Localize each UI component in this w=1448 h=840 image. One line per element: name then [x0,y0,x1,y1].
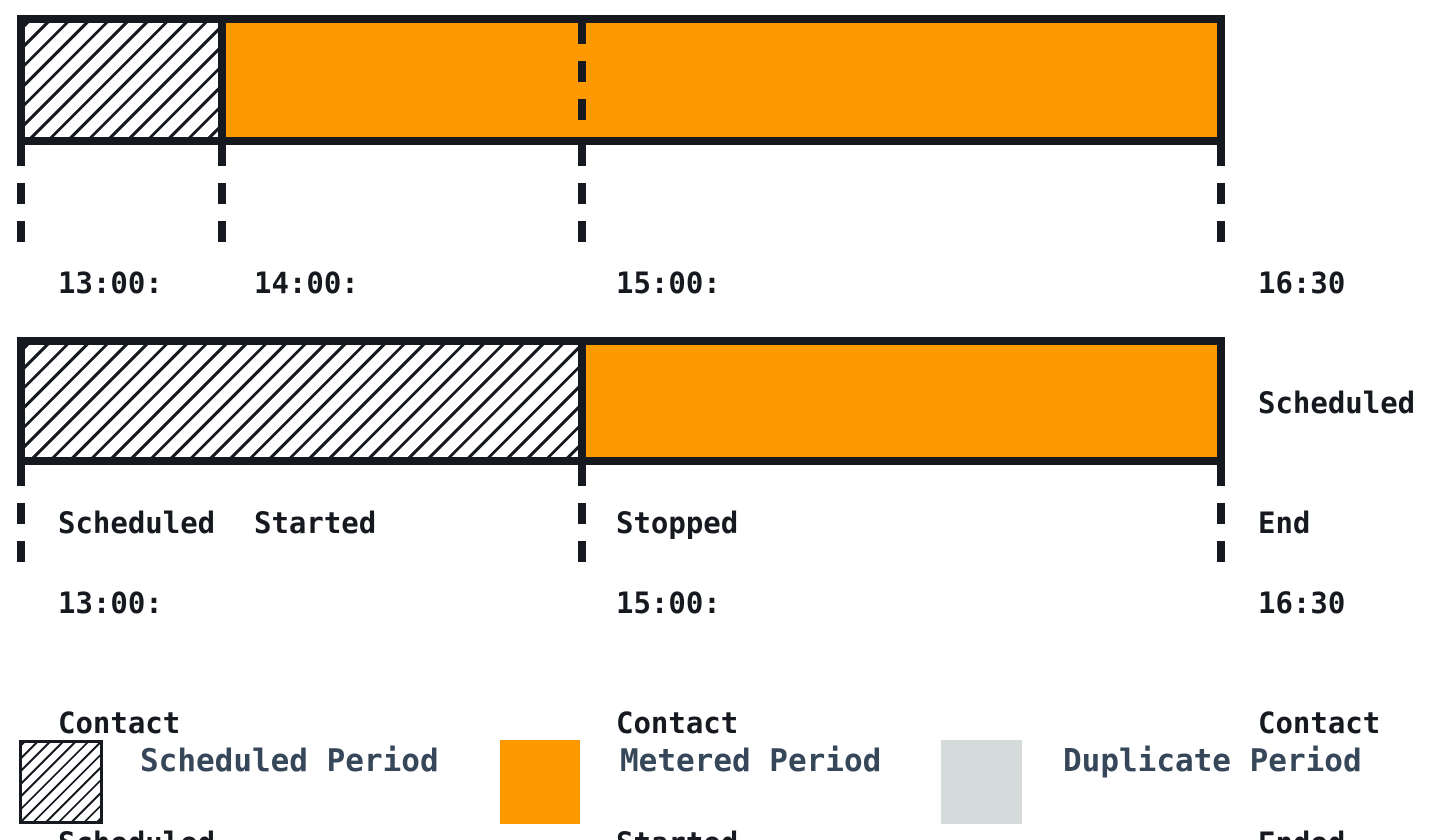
tick-16-30 [1217,145,1225,247]
tick-14-00 [218,145,226,247]
tick-event: Contact [1258,706,1381,740]
tick-label: 16:30 Scheduled End [1258,183,1415,623]
timeline-1-scheduled-segment [25,23,218,137]
tick-time: 13:00: [58,586,163,620]
scheduled-period-label: Scheduled Period [140,743,439,779]
tick-label: 15:00: Contact Started [616,503,738,840]
tick-time: 15:00: [616,586,721,620]
scheduled-period-swatch [19,740,103,824]
tick-15-00 [578,465,586,567]
tick-16-30 [1217,465,1225,567]
tick-event: Stopped [616,506,739,540]
timeline-1-contact-started-divider [218,23,226,137]
timeline-1-contact-stopped-dashed-line [578,23,586,137]
tick-13-00 [17,465,25,567]
timeline-2-bar [17,337,1225,465]
tick-15-00 [578,145,586,247]
timeline-1-metered-segment [226,23,1217,137]
duplicate-period-label: Duplicate Period [1063,743,1362,779]
timeline-2-metered-segment [586,345,1217,457]
tick-time: 14:00: [254,266,359,300]
tick-time: 16:30 [1258,586,1346,620]
timeline-2-contact-started-divider [578,345,586,457]
tick-label: 16:30 Contact Ended [1258,503,1380,840]
duplicate-period-swatch [941,740,1022,824]
tick-event: Started [254,506,377,540]
tick-event: Scheduled [1258,386,1416,420]
tick-event: End [1258,506,1311,540]
tick-event: Contact [58,706,181,740]
tick-event: Scheduled [58,823,215,840]
tick-label: 13:00: Contact Scheduled [58,503,215,840]
tick-time: 15:00: [616,266,721,300]
timeline-2-scheduled-segment [25,345,578,457]
tick-13-00 [17,145,25,247]
tick-event: Scheduled [58,506,216,540]
tick-event: Started [616,823,738,840]
timeline-1-bar [17,15,1225,145]
tick-time: 13:00: [58,266,163,300]
metered-period-swatch [500,740,580,824]
tick-time: 16:30 [1258,266,1346,300]
tick-event: Contact [616,706,739,740]
metered-period-label: Metered Period [620,743,882,779]
tick-event: Ended [1258,823,1380,840]
